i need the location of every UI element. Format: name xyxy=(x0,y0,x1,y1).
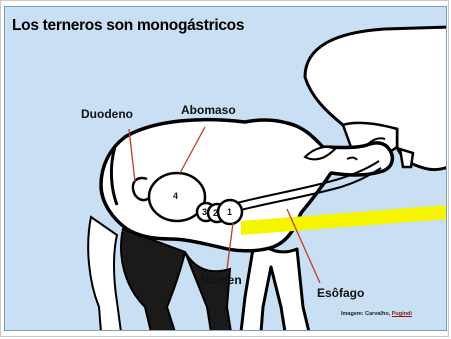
compartment-2-label: 2 xyxy=(213,208,218,218)
credit-name: Pugindi xyxy=(392,311,412,317)
image-credit: Imagem: Carvalho, Pugindi xyxy=(341,311,412,317)
credit-prefix: Imagem: Carvalho, xyxy=(341,311,390,317)
label-abomaso: Abomaso xyxy=(181,103,236,117)
compartment-4-label: 4 xyxy=(173,191,178,201)
label-rumen: Rúmen xyxy=(201,273,242,287)
diagram-panel: Los terneros son monogástricos Duodeno A… xyxy=(4,6,447,331)
compartment-3-label: 3 xyxy=(202,207,207,217)
label-duodeno: Duodeno xyxy=(81,107,133,121)
compartment-1-label: 1 xyxy=(227,207,232,217)
label-esofago: Esôfago xyxy=(317,286,364,300)
diagram-title: Los terneros son monogástricos xyxy=(12,17,244,35)
